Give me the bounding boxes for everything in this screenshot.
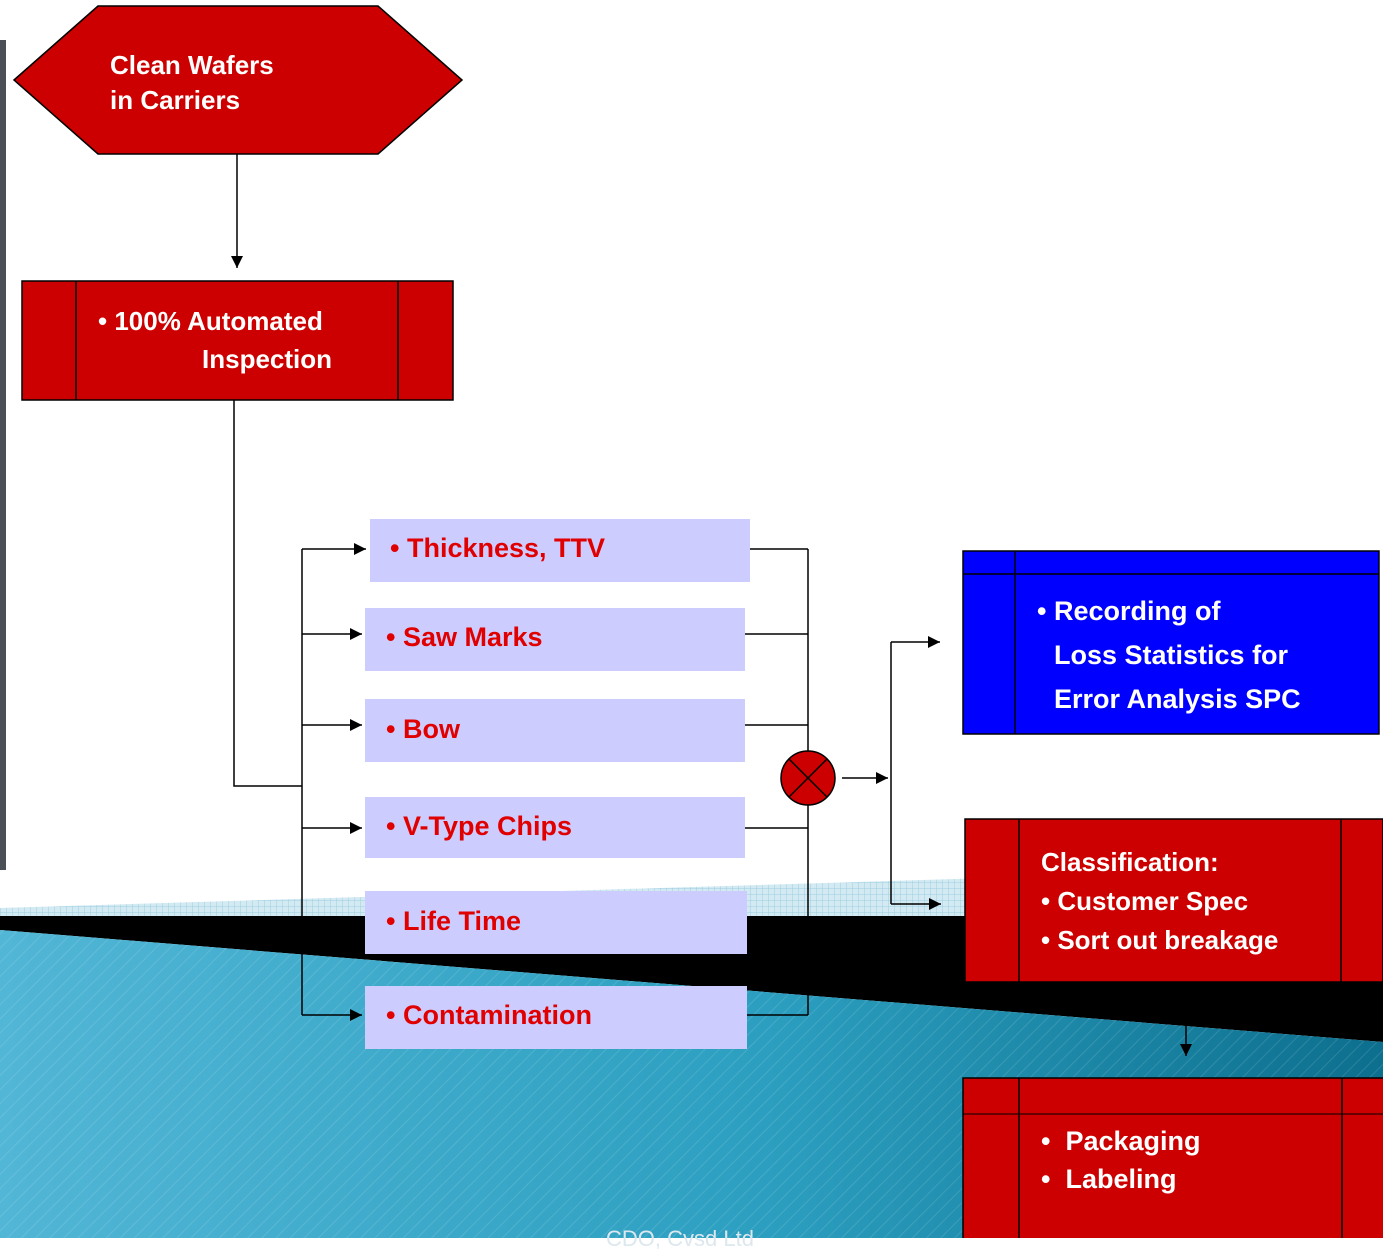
- check-thickness: • Thickness, TTV: [390, 533, 606, 563]
- circle-x-icon: [780, 750, 836, 806]
- inspection-node-line2: Inspection: [202, 344, 333, 374]
- check-box-6: [365, 986, 747, 1049]
- start-node-line2: in Carriers: [110, 85, 241, 115]
- packaging-line2: • Labeling: [1041, 1164, 1177, 1194]
- check-saw-marks: • Saw Marks: [386, 622, 543, 652]
- classification-line2: • Sort out breakage: [1041, 925, 1279, 955]
- classification-title: Classification:: [1041, 847, 1219, 877]
- start-node-line1: Clean Wafers: [110, 50, 274, 80]
- classification-line1: • Customer Spec: [1041, 886, 1249, 916]
- start-node-shape: [12, 5, 464, 155]
- check-box-3: [365, 699, 745, 762]
- inspection-node-line1: • 100% Automated: [98, 306, 323, 336]
- inspection-node-shape: [21, 280, 454, 401]
- connector-inspection-to-checks: [233, 400, 302, 787]
- recording-line3: Error Analysis SPC: [1054, 684, 1301, 714]
- check-v-type-chips: • V-Type Chips: [386, 811, 572, 841]
- packaging-line1: • Packaging: [1041, 1126, 1201, 1156]
- recording-line2: Loss Statistics for: [1054, 640, 1289, 670]
- check-box-2: [365, 608, 745, 671]
- check-box-4: [365, 797, 745, 858]
- check-box-5: [365, 891, 747, 954]
- check-bow: • Bow: [386, 714, 460, 744]
- check-contamination: • Contamination: [386, 1000, 592, 1030]
- classification-node-shape: [964, 818, 1383, 983]
- check-box-1: [370, 519, 750, 582]
- footer-text: CDO, Cvsd Ltd: [606, 1226, 754, 1251]
- recording-node-shape: [962, 550, 1380, 735]
- photo-edge: [0, 40, 6, 870]
- check-life-time: • Life Time: [386, 906, 521, 936]
- packaging-node-shape: [962, 1077, 1383, 1238]
- recording-line1: • Recording of: [1037, 596, 1221, 626]
